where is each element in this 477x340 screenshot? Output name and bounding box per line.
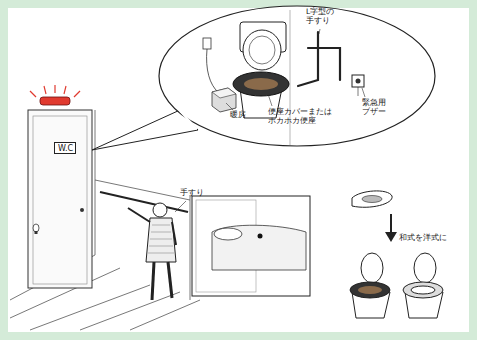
callout-label: 和式を洋式に: [399, 234, 447, 243]
sign-text: W.C: [58, 145, 72, 153]
door-sign: W.C: [54, 142, 76, 154]
callout-label: 手すり: [180, 189, 204, 198]
callout-label: 暖房: [230, 111, 246, 120]
callout-label: 緊急用 ブザー: [362, 99, 392, 116]
callout-label: L字型の 手すり: [306, 8, 340, 25]
callout-label: 便座カバーまたは ホカホカ便座: [268, 108, 340, 125]
